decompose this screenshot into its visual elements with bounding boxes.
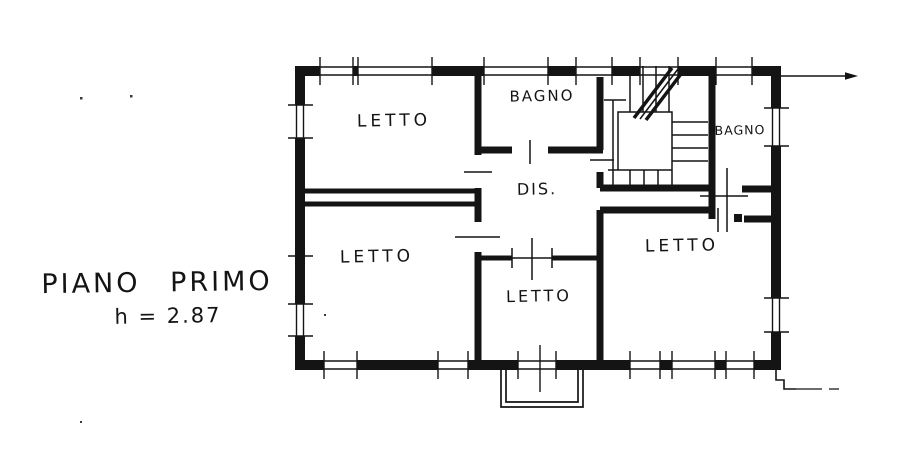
scan-speckles [80,95,326,423]
balcony [500,370,584,408]
stair-break-line [632,66,686,122]
staircase [604,66,708,188]
room-label-bagno-top: BAGNO [509,86,575,106]
floor-title: PIANO PRIMO [41,265,273,301]
room-label-bagno-right: BAGNO [714,122,766,138]
ceiling-height-note: h = 2.87 [114,303,222,329]
wall-ticks [288,57,789,392]
door-ticks [455,140,748,280]
partition-double-wall [300,188,600,261]
room-label-letto-top-left: LETTO [356,110,432,132]
room-label-letto-bottom-center: LETTO [505,285,573,307]
room-label-dis: DIS. [516,179,558,199]
room-label-letto-mid-left: LETTO [339,246,415,268]
room-label-letto-right: LETTO [644,235,720,257]
window-glazing [295,66,781,370]
entry-steps [775,370,796,390]
door-leaf [734,214,742,222]
exit-arrow-head [845,72,858,80]
